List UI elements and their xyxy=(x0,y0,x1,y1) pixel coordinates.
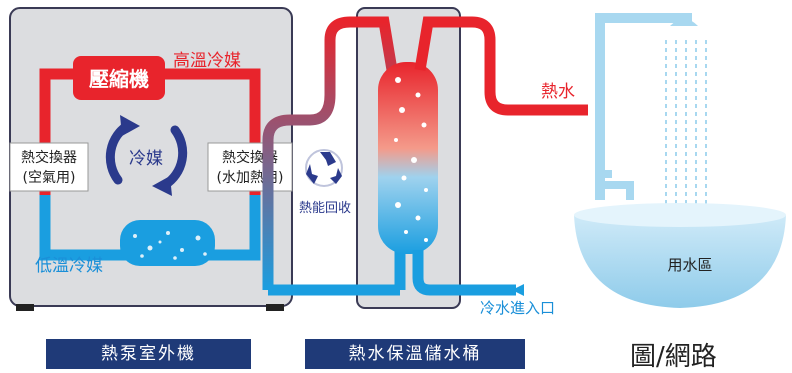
outdoor-unit-foot xyxy=(266,304,284,311)
water-area-label: 用水區 xyxy=(667,256,712,274)
tank-bubbles xyxy=(394,77,428,242)
shower-pipe xyxy=(595,13,692,110)
heat-recovery-label: 熱能回收 xyxy=(299,201,351,216)
faucet xyxy=(600,181,634,200)
hx-air-title: 熱交換器 xyxy=(21,149,77,166)
recycle-icon xyxy=(305,149,343,187)
hx-water-box xyxy=(207,142,293,192)
faucet-handle xyxy=(598,170,612,178)
shower-water xyxy=(665,40,707,220)
receiver-bubbles xyxy=(133,231,207,260)
heated-water-pipe xyxy=(262,16,398,290)
storage-tank xyxy=(378,62,438,254)
shower-head xyxy=(670,19,698,26)
hx-air-sub: (空氣用) xyxy=(23,170,76,186)
image-credit: 圖/網路 xyxy=(630,342,717,372)
cold-water-inlet-label: 冷水進入口 xyxy=(480,299,555,317)
cycle-arrowhead-right xyxy=(152,176,172,196)
cycle-arrow-right xyxy=(160,125,188,190)
basin xyxy=(574,215,786,308)
compressor-label: 壓縮機 xyxy=(89,67,149,91)
hot-water-label: 熱水 xyxy=(541,82,575,102)
refrigerant-label: 冷媒 xyxy=(129,149,163,169)
cycle-arrowhead-left xyxy=(120,115,140,136)
hot-refrigerant-label: 高溫冷媒 xyxy=(173,51,241,71)
hx-air-box xyxy=(9,142,89,192)
inlet-arrow xyxy=(512,284,524,296)
basin-rim xyxy=(574,203,786,227)
outdoor-unit-foot xyxy=(16,304,34,311)
cold-water-in-pipe xyxy=(412,250,516,296)
compressor xyxy=(73,56,165,100)
cold-refrigerant-label: 低溫冷媒 xyxy=(35,256,103,276)
expansion-receiver xyxy=(120,220,215,266)
caption-storage-tank: 熱水保溫儲水桶 xyxy=(305,339,525,369)
hot-water-out-pipe xyxy=(414,16,588,116)
caption-outdoor-unit: 熱泵室外機 xyxy=(46,339,251,369)
